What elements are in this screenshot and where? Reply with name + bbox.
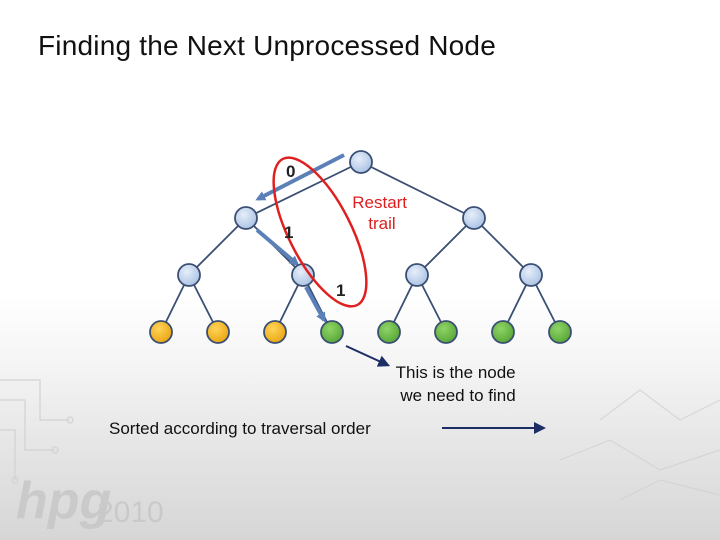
tree-node: [520, 264, 542, 286]
restart-trail-line-1: Restart: [352, 193, 407, 212]
leaf-node-target: [321, 321, 343, 343]
leaf-node-unprocessed: [435, 321, 457, 343]
target-note: This is the node we need to find: [396, 363, 521, 405]
target-note-line-2: we need to find: [399, 386, 515, 405]
edge: [189, 218, 246, 275]
tree-node-root: [350, 151, 372, 173]
sorted-order-caption: Sorted according to traversal order: [109, 419, 371, 438]
restart-trail-line-2: trail: [368, 214, 395, 233]
counter-label-bottom: 1: [336, 281, 345, 300]
edge: [417, 218, 474, 275]
leaf-node-unprocessed: [549, 321, 571, 343]
traversal-arrow-down-leaf: [306, 287, 324, 320]
leaf-node-processed: [207, 321, 229, 343]
tree-node: [178, 264, 200, 286]
target-pointer-arrow: [346, 346, 381, 362]
counter-label-left: 1: [284, 223, 293, 242]
counter-label-root: 0: [286, 162, 295, 181]
leaf-node-unprocessed: [378, 321, 400, 343]
target-note-line-1: This is the node: [396, 363, 516, 382]
tree-node: [406, 264, 428, 286]
tree-node: [463, 207, 485, 229]
traversal-arrows: [257, 155, 344, 320]
edge: [474, 218, 531, 275]
leaf-node-unprocessed: [492, 321, 514, 343]
restart-trail-label: Restart trail: [352, 193, 412, 233]
leaf-node-processed: [264, 321, 286, 343]
tree-node: [235, 207, 257, 229]
leaf-node-processed: [150, 321, 172, 343]
